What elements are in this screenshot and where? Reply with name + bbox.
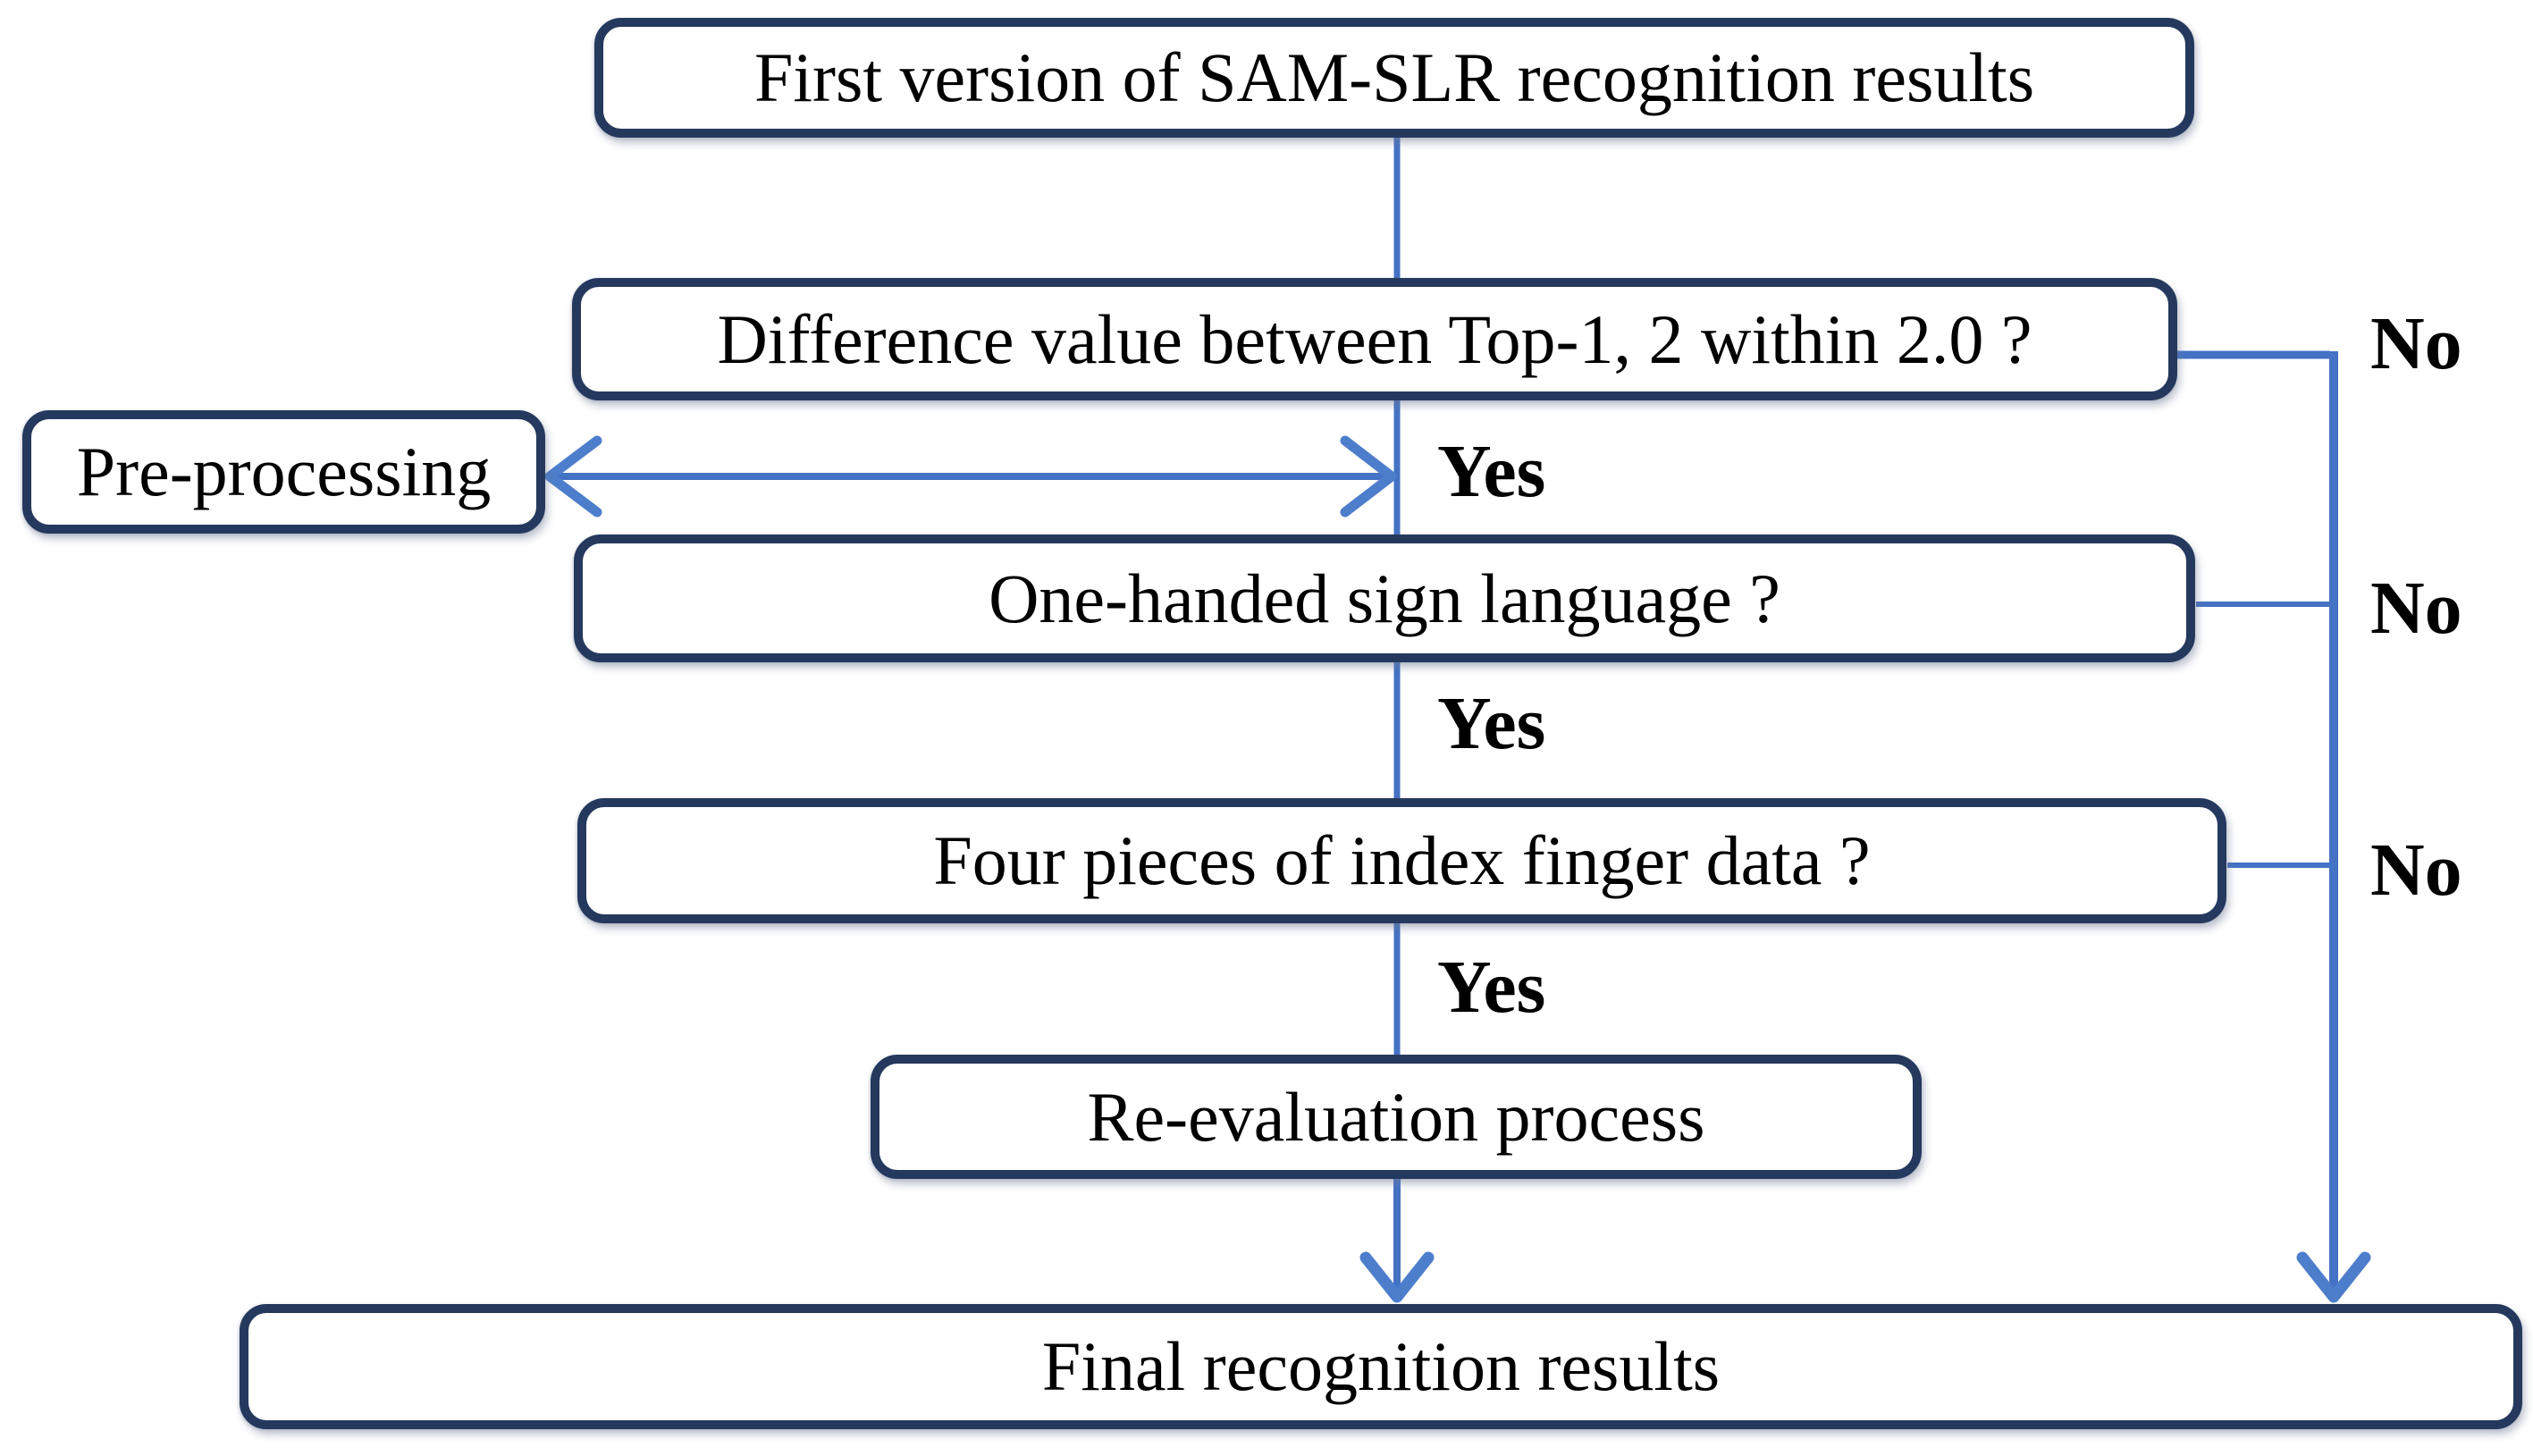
branch-label-yes-2: Yes: [1437, 682, 1546, 765]
right-arrowhead-icon: [1340, 435, 1397, 518]
branch-label-yes-3: Yes: [1437, 946, 1546, 1029]
node-pre-processing: Pre-processing: [22, 410, 545, 534]
branch-label-no-3: No: [2370, 829, 2462, 912]
node-first-version: First version of SAM-SLR recognition res…: [594, 18, 2194, 138]
down-arrowhead-right-icon: [2296, 1251, 2371, 1303]
node-final-results: Final recognition results: [240, 1304, 2522, 1429]
left-arrowhead-icon: [544, 435, 602, 518]
branch-label-no-1: No: [2370, 302, 2462, 385]
node-re-evaluation: Re-evaluation process: [871, 1055, 1922, 1179]
node-four-pieces-check: Four pieces of index finger data ?: [577, 798, 2226, 923]
node-one-handed-check: One-handed sign language ?: [574, 534, 2195, 662]
branch-label-yes-1: Yes: [1437, 430, 1546, 513]
branch-label-no-2: No: [2370, 567, 2462, 650]
down-arrowhead-center-icon: [1359, 1251, 1435, 1303]
node-difference-check: Difference value between Top-1, 2 within…: [572, 278, 2177, 400]
